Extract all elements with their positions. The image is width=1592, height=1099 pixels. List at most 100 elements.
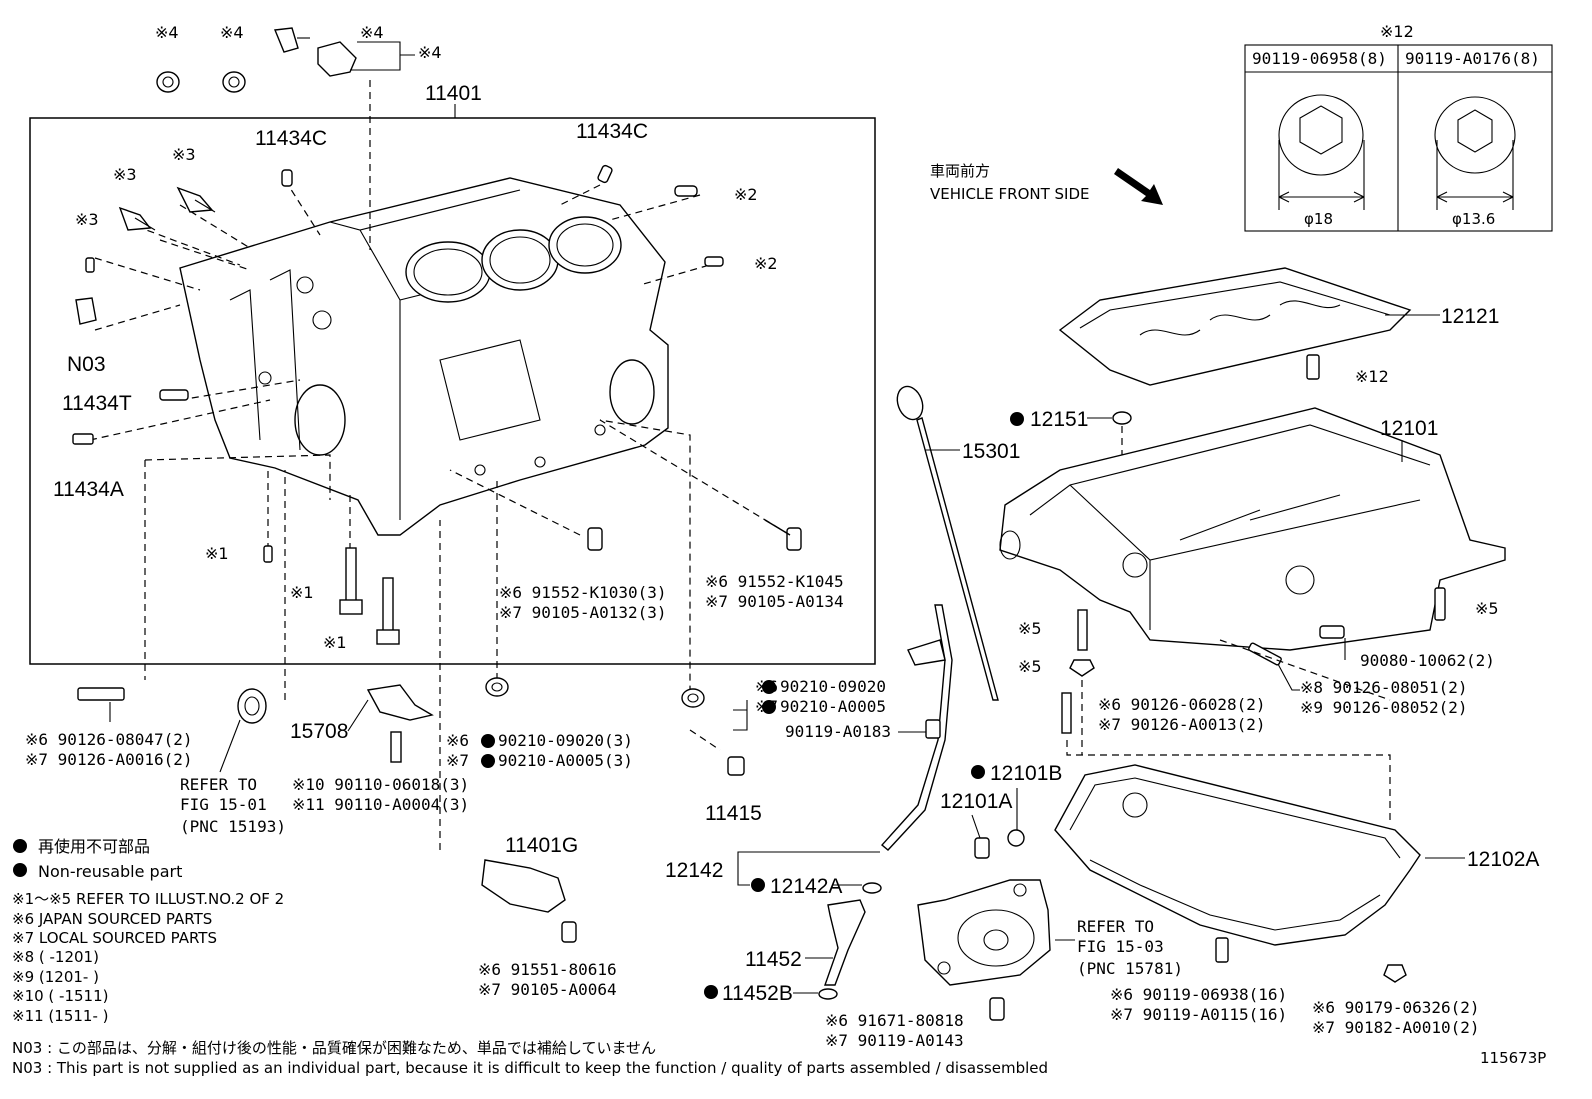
note-6: ※6 JAPAN SOURCED PARTS xyxy=(12,910,212,928)
label-bolt6-b[interactable]: ※6 91552-K1045 xyxy=(705,572,844,591)
label-r7[interactable]: ※7 90126-A0013(2) xyxy=(1098,715,1266,734)
label-mark2-a: ※2 xyxy=(734,185,758,204)
label-11401[interactable]: 11401 xyxy=(425,82,482,105)
label-mark2-b: ※2 xyxy=(754,254,778,273)
note-10: ※10 ( -1511) xyxy=(12,987,108,1005)
label-f6[interactable]: ※6 91671-80818 xyxy=(825,1011,964,1030)
nonreusable-dot xyxy=(1010,412,1024,426)
label-mark3-b: ※3 xyxy=(113,165,137,184)
table-col2[interactable]: 90119-A0176(8) xyxy=(1405,49,1540,68)
n03-note-en: N03 : This part is not supplied as an in… xyxy=(12,1059,1048,1077)
table-dia1: φ18 xyxy=(1304,210,1333,228)
label-mark4-a: ※4 xyxy=(155,23,179,42)
label-h6-part[interactable]: 90210-09020 xyxy=(780,677,886,696)
label-pnc2: (PNC 15781) xyxy=(1077,959,1183,978)
note-1-5: ※1～※5 REFER TO ILLUST.NO.2 OF 2 xyxy=(12,890,284,908)
label-u6[interactable]: ※6 90179-06326(2) xyxy=(1312,998,1480,1017)
orientation-en: VEHICLE FRONT SIDE xyxy=(930,185,1090,203)
label-11452b[interactable]: 11452B xyxy=(722,982,793,1005)
label-q8[interactable]: ※8 90126-08051(2) xyxy=(1300,678,1468,697)
label-refer2: REFER TO xyxy=(1077,917,1154,936)
label-12142[interactable]: 12142 xyxy=(665,859,723,882)
label-fig1[interactable]: FIG 15-01 xyxy=(180,795,267,814)
cylinder-block-drawing[interactable] xyxy=(179,177,669,536)
label-r6[interactable]: ※6 90126-06028(2) xyxy=(1098,695,1266,714)
note-9: ※9 (1201- ) xyxy=(12,968,99,986)
front-arrow-icon xyxy=(1114,168,1163,205)
label-11434t[interactable]: 11434T xyxy=(62,392,132,415)
label-bolt7-b[interactable]: ※7 90105-A0134 xyxy=(705,592,844,611)
label-bolt6-a[interactable]: ※6 91552-K1030(3) xyxy=(499,583,667,602)
label-h7-part[interactable]: 90210-A0005 xyxy=(780,697,886,716)
label-12151[interactable]: 12151 xyxy=(1030,408,1088,431)
legend-en: Non-reusable part xyxy=(38,862,182,881)
nonreusable-dot xyxy=(751,878,765,892)
diagram-id: 115673P xyxy=(1480,1049,1546,1067)
label-q9[interactable]: ※9 90126-08052(2) xyxy=(1300,698,1468,717)
table-col1[interactable]: 90119-06958(8) xyxy=(1252,49,1387,68)
label-11401g[interactable]: 11401G xyxy=(505,834,578,857)
label-mark4-c: ※4 xyxy=(360,23,384,42)
label-t7[interactable]: ※7 90119-A0115(16) xyxy=(1110,1005,1287,1024)
oil-filter-bracket-drawing[interactable] xyxy=(917,879,1051,986)
label-11434c-b[interactable]: 11434C xyxy=(576,120,648,143)
label-12101b[interactable]: 12101B xyxy=(990,762,1062,785)
label-bolt7-a[interactable]: ※7 90105-A0132(3) xyxy=(499,603,667,622)
label-b11[interactable]: ※11 90110-A0004(3) xyxy=(292,795,469,814)
label-11415[interactable]: 11415 xyxy=(705,802,762,825)
label-s6[interactable]: ※6 91551-80616 xyxy=(478,960,617,979)
label-stud6[interactable]: ※6 90126-08047(2) xyxy=(25,730,193,749)
label-mark1-b: ※1 xyxy=(290,583,314,602)
table-dia2: φ13.6 xyxy=(1452,210,1495,228)
label-15708[interactable]: 15708 xyxy=(290,720,348,743)
label-mark3-a: ※3 xyxy=(172,145,196,164)
orientation-jp: 車両前方 xyxy=(930,162,990,180)
n03-note-jp: N03 : この部品は、分解・組付け後の性能・品質確保が困難なため、単品では補給… xyxy=(12,1039,656,1057)
label-90080-10062[interactable]: 90080-10062(2) xyxy=(1360,651,1495,670)
oil-pan-lower-drawing[interactable] xyxy=(1054,764,1421,946)
label-12121[interactable]: 12121 xyxy=(1441,305,1499,328)
label-g7-part[interactable]: 90210-A0005(3) xyxy=(498,751,633,770)
nonreusable-dot xyxy=(762,700,776,714)
label-90119-a0183[interactable]: 90119-A0183 xyxy=(785,722,891,741)
label-fig2[interactable]: FIG 15-03 xyxy=(1077,937,1164,956)
label-11452[interactable]: 11452 xyxy=(745,948,802,971)
nonreusable-dot xyxy=(481,734,495,748)
label-g6-part[interactable]: 90210-09020(3) xyxy=(498,731,633,750)
bolt-spec-table xyxy=(1244,44,1553,232)
legend-dot-en xyxy=(13,863,27,877)
label-f7[interactable]: ※7 90119-A0143 xyxy=(825,1031,964,1050)
label-15301[interactable]: 15301 xyxy=(962,440,1020,463)
label-11434c-a[interactable]: 11434C xyxy=(255,127,327,150)
dipstick-drawing[interactable] xyxy=(893,383,999,701)
label-mark3-c: ※3 xyxy=(75,210,99,229)
label-12142a[interactable]: 12142A xyxy=(770,875,842,898)
label-u7[interactable]: ※7 90182-A0010(2) xyxy=(1312,1018,1480,1037)
baffle-plate-drawing[interactable] xyxy=(1058,267,1412,386)
label-mark1-a: ※1 xyxy=(205,544,229,563)
label-g7: ※7 xyxy=(446,751,469,770)
label-12101a[interactable]: 12101A xyxy=(940,790,1012,813)
note-8: ※8 ( -1201) xyxy=(12,948,99,966)
label-mark4-b: ※4 xyxy=(220,23,244,42)
note-7: ※7 LOCAL SOURCED PARTS xyxy=(12,929,217,947)
label-mark12: ※12 xyxy=(1355,367,1389,386)
label-mark1-c: ※1 xyxy=(323,633,347,652)
legend-jp: 再使用不可部品 xyxy=(38,837,150,856)
label-s7[interactable]: ※7 90105-A0064 xyxy=(478,980,617,999)
label-mark4-d: ※4 xyxy=(418,43,442,62)
label-pnc1: (PNC 15193) xyxy=(180,817,286,836)
bolt-set xyxy=(77,186,802,943)
table-mark12: ※12 xyxy=(1380,22,1414,41)
label-12101[interactable]: 12101 xyxy=(1380,417,1438,440)
label-n03[interactable]: N03 xyxy=(67,353,106,376)
label-11434a[interactable]: 11434A xyxy=(53,478,124,501)
label-stud7[interactable]: ※7 90126-A0016(2) xyxy=(25,750,193,769)
label-12102a[interactable]: 12102A xyxy=(1467,848,1539,871)
oil-pan-upper-drawing[interactable] xyxy=(999,407,1506,651)
label-b10[interactable]: ※10 90110-06018(3) xyxy=(292,775,469,794)
nonreusable-dot xyxy=(971,765,985,779)
nonreusable-dot xyxy=(704,985,718,999)
label-t6[interactable]: ※6 90119-06938(16) xyxy=(1110,985,1287,1004)
